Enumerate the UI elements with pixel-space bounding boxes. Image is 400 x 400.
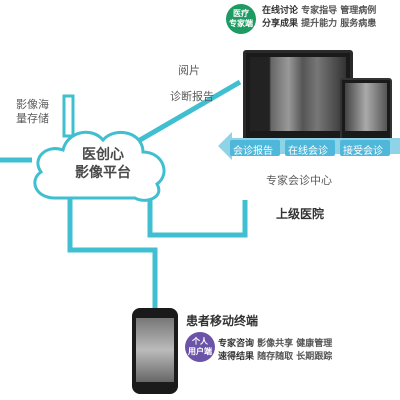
read-film-label: 阅片 — [178, 64, 200, 77]
cloud-title: 医创心 影像平台 — [68, 146, 138, 182]
small-monitor — [340, 78, 392, 142]
main-monitor — [243, 50, 353, 142]
arrow-button-3-label: 接受会诊 — [343, 146, 383, 157]
mobile-feature-1: 专家咨询 影像共享 健康管理 — [218, 338, 332, 350]
top-feature-1-strong: 在线讨论 — [262, 6, 299, 16]
mobile-phone — [132, 308, 178, 394]
arrow-button-1-label: 会诊报告 — [233, 146, 273, 157]
diagnosis-report-label: 诊断报告 — [170, 90, 214, 103]
cloud-line1: 医创心 — [82, 147, 124, 163]
cloud-line2: 影像平台 — [75, 165, 131, 181]
arrow-button-1[interactable]: 会诊报告 — [230, 140, 280, 157]
top-feature-2-strong: 分享成果 — [262, 19, 299, 29]
arrow-button-2-label: 在线会诊 — [288, 146, 328, 157]
mobile-feature-2-strong: 速得结果 — [218, 352, 255, 362]
mobile-badge-line1: 个人 — [192, 337, 208, 346]
medical-expert-badge: 医疗 专家端 — [226, 4, 256, 34]
personal-user-badge: 个人 用户端 — [185, 332, 215, 362]
mobile-feature-1-rest: 影像共享 健康管理 — [254, 339, 333, 349]
cloud-platform-icon — [33, 130, 166, 202]
storage-line2: 量存储 — [16, 112, 49, 125]
arrow-button-3[interactable]: 接受会诊 — [340, 140, 390, 157]
top-feature-1-rest: 专家指导 管理病例 — [298, 6, 377, 16]
badge-line1: 医疗 — [233, 9, 249, 18]
mobile-feature-1-strong: 专家咨询 — [218, 339, 255, 349]
arrow-button-2[interactable]: 在线会诊 — [285, 140, 335, 157]
storage-line1: 影像海 — [16, 98, 49, 111]
mobile-feature-2: 速得结果 随存随取 长期跟踪 — [218, 351, 332, 363]
top-feature-2-rest: 提升能力 服务病患 — [298, 19, 377, 29]
mobile-title: 患者移动终端 — [186, 314, 259, 328]
top-feature-1: 在线讨论 专家指导 管理病例 — [262, 5, 376, 17]
hospital-label: 上级医院 — [276, 207, 325, 221]
consult-center-label: 专家会诊中心 — [266, 174, 332, 187]
top-feature-2: 分享成果 提升能力 服务病患 — [262, 18, 376, 30]
mobile-badge-line2: 用户端 — [188, 347, 212, 356]
mobile-feature-2-rest: 随存随取 长期跟踪 — [254, 352, 333, 362]
badge-line2: 专家端 — [229, 19, 253, 28]
storage-label: 影像海 量存储 — [16, 98, 49, 126]
